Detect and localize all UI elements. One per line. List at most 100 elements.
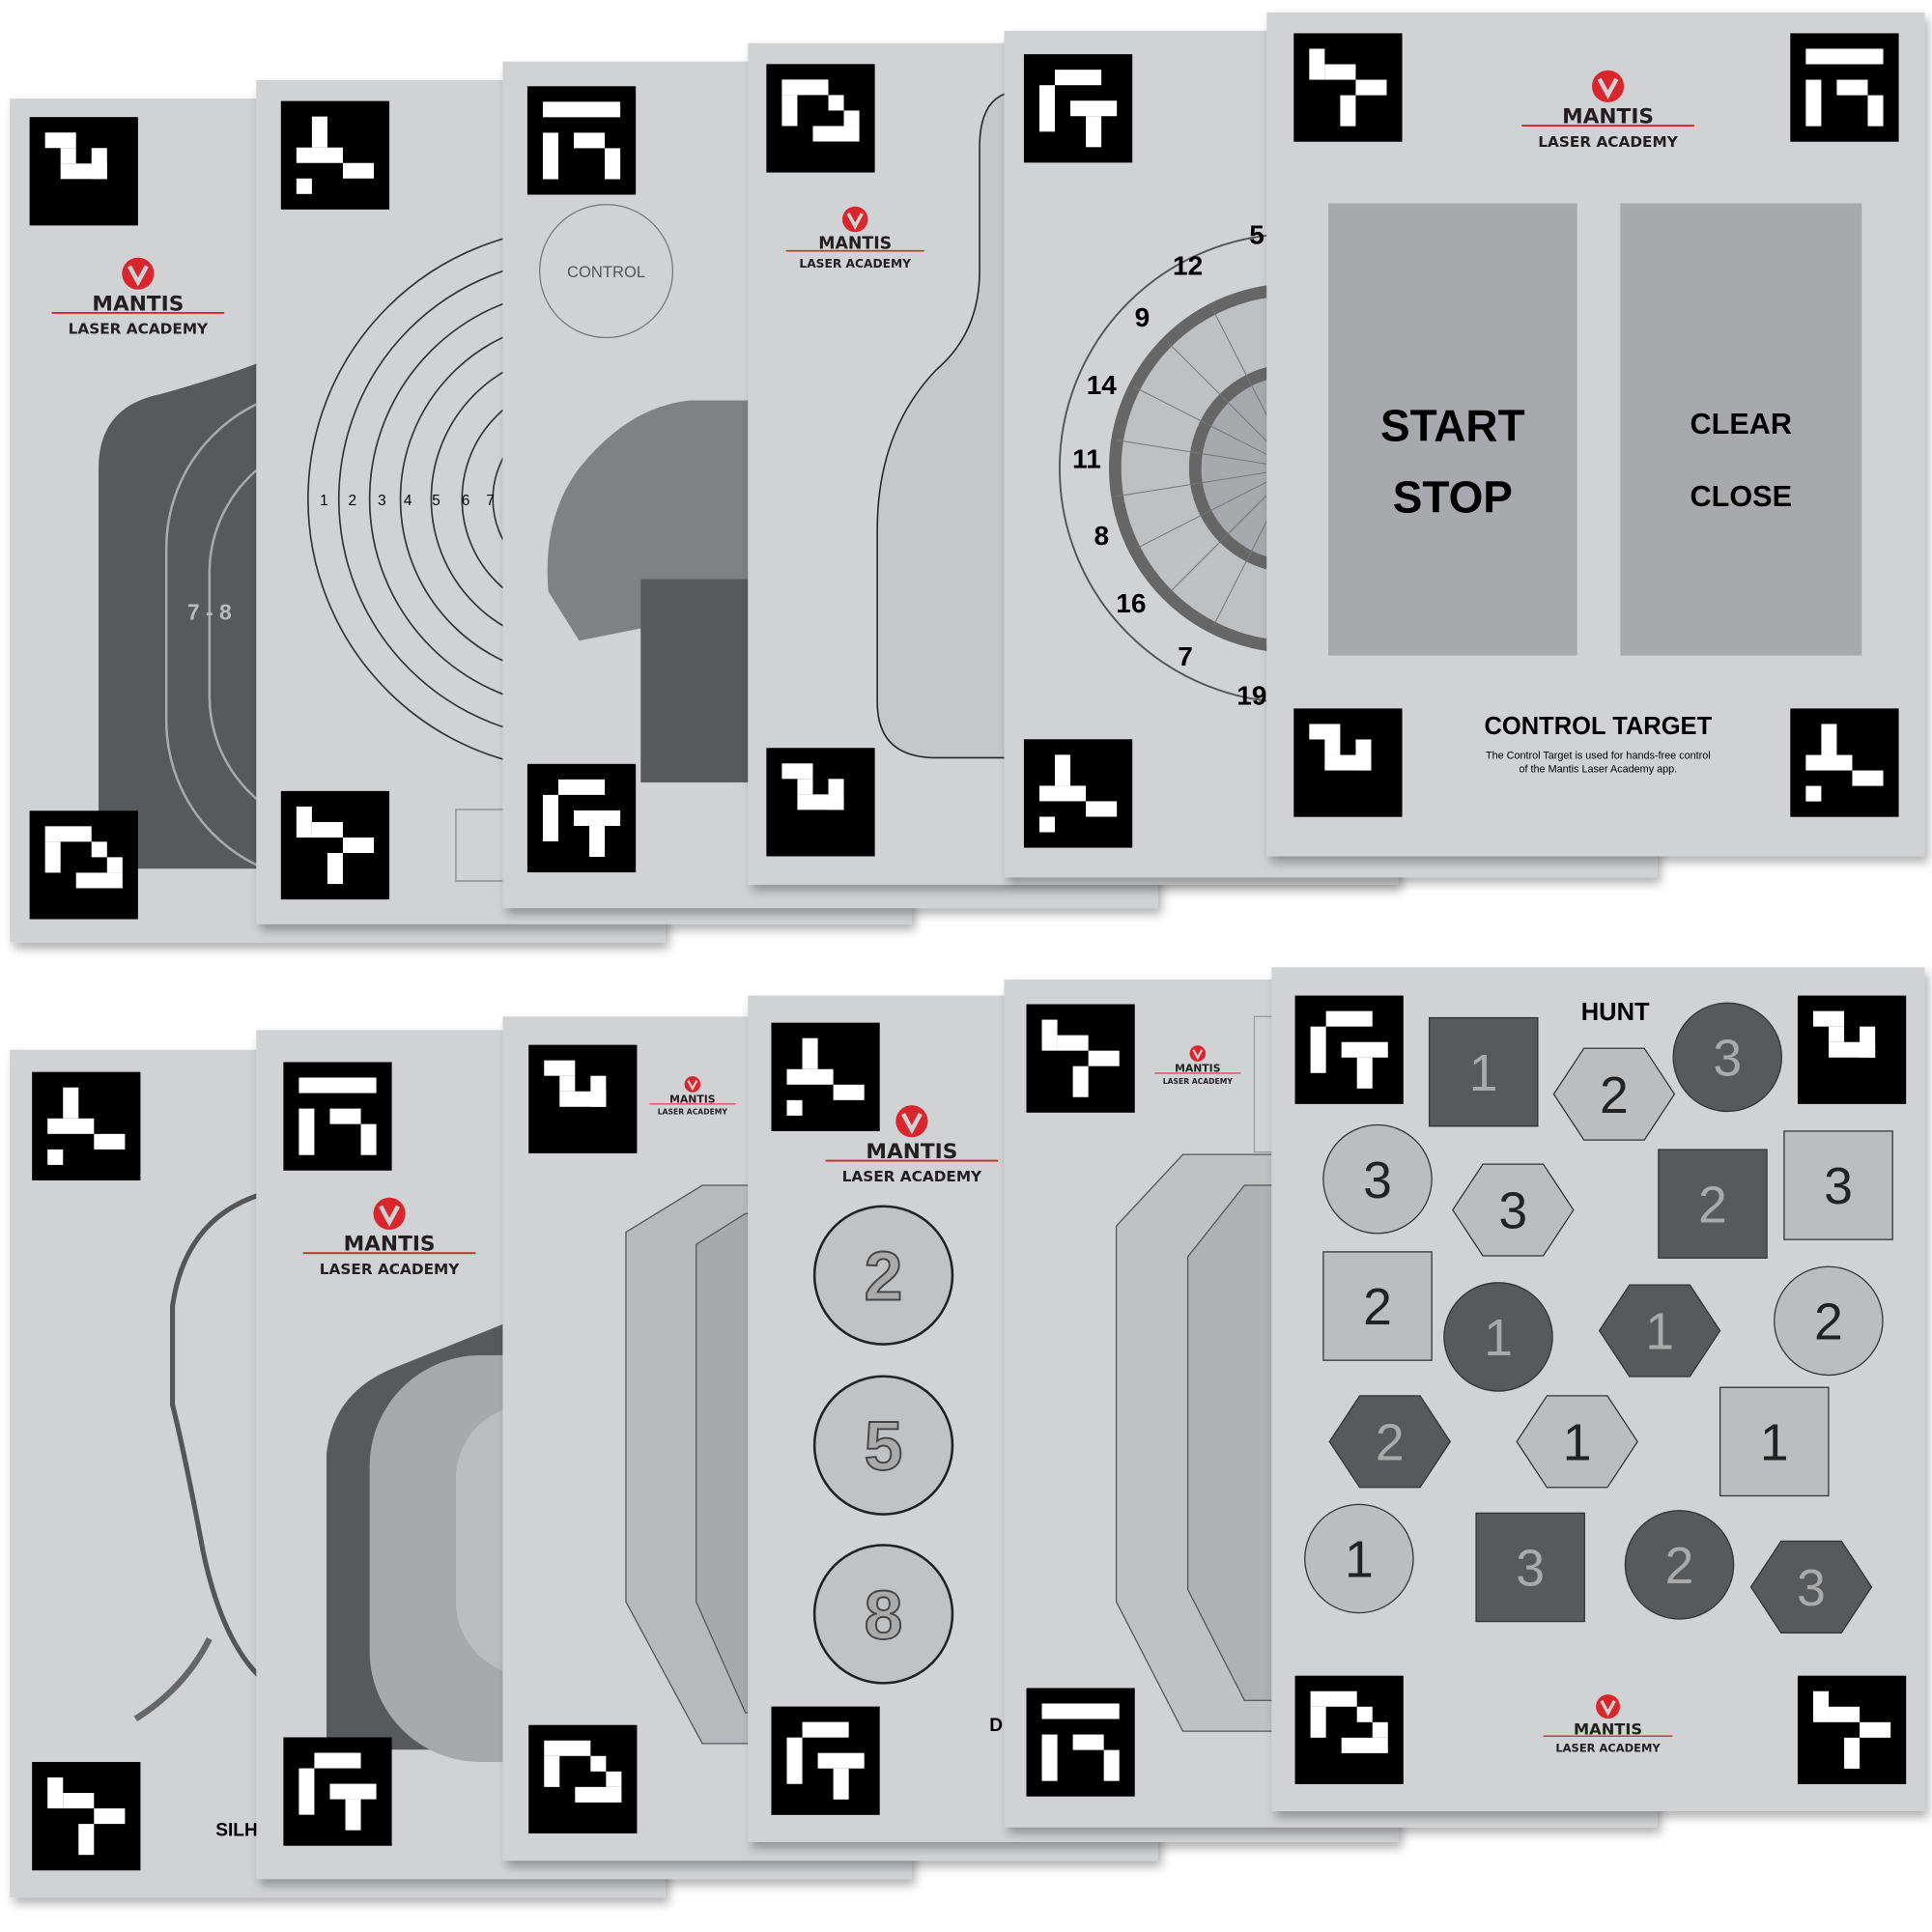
dart-number: 9 [1135, 302, 1151, 332]
hunt-title: HUNT [1581, 999, 1650, 1026]
hunt-target-square [1475, 1512, 1585, 1623]
hunt-target-number: 1 [1563, 1414, 1592, 1471]
start-label: START [1380, 401, 1525, 451]
aruco-marker-icon [771, 1706, 880, 1815]
aruco-marker-icon [1294, 1675, 1404, 1784]
brand-name: MANTIS [1175, 1063, 1220, 1075]
aruco-marker-icon [526, 763, 637, 873]
card-title: SILH [215, 1821, 258, 1841]
marker-cell [574, 132, 606, 149]
marker-cell [94, 1133, 126, 1150]
marker-cell [1041, 1703, 1120, 1719]
marker-cell [329, 1108, 361, 1124]
hunt-target-square [1322, 1251, 1433, 1361]
marker-cell [94, 1808, 126, 1825]
brand-name: MANTIS [669, 1094, 715, 1106]
marker-cell [345, 1799, 361, 1831]
aruco-marker-icon [766, 64, 875, 173]
marker-cell [812, 126, 860, 142]
hunt-target-number: 2 [1814, 1293, 1843, 1350]
dart-number: 5 [1249, 220, 1264, 250]
marker-cell [797, 779, 813, 795]
hunt-target-square [1658, 1149, 1768, 1259]
marker-cell [63, 1793, 95, 1809]
ring-number: 7 [486, 493, 495, 509]
marker-cell [574, 810, 621, 826]
clear-close-zone[interactable] [1620, 203, 1862, 656]
marker-cell [590, 1075, 607, 1107]
hunt-target-number: 1 [1345, 1532, 1374, 1589]
aruco-marker-icon [32, 1071, 141, 1180]
hunt-target-number: 1 [1469, 1045, 1498, 1102]
marker-cell [544, 1740, 591, 1756]
circle-number: 5 [865, 1408, 903, 1486]
marker-cell [833, 1084, 865, 1100]
marker-cell [44, 826, 92, 842]
dart-number: 12 [1173, 250, 1203, 280]
ring-number: 6 [462, 493, 470, 509]
marker-cell [1070, 100, 1118, 117]
aruco-marker-icon [1790, 708, 1899, 817]
marker-cell [1860, 1721, 1891, 1738]
hunt-target-number: 2 [1665, 1538, 1694, 1595]
marker-cell [1324, 739, 1341, 755]
control-target-title: CONTROL TARGET [1485, 713, 1713, 740]
ring-number: 2 [349, 493, 357, 509]
hunt-target-circle [1624, 1510, 1735, 1620]
marker-cell [298, 1768, 315, 1815]
dart-number: 19 [1236, 681, 1266, 711]
marker-cell [296, 147, 343, 163]
aruco-marker-icon [1293, 33, 1403, 142]
close-label: CLOSE [1690, 480, 1792, 513]
marker-cell [311, 116, 327, 148]
brand-subtitle: LASER ACADEMY [842, 1168, 982, 1185]
face-sketch [133, 1637, 213, 1722]
marker-cell [44, 132, 76, 149]
card-title: D [989, 1716, 1003, 1736]
marker-cell [1103, 1749, 1120, 1781]
brand-subtitle: LASER ACADEMY [1163, 1077, 1234, 1086]
marker-cell [1038, 785, 1087, 802]
aruco-marker-icon [1797, 1675, 1907, 1784]
aruco-marker-icon [1294, 995, 1404, 1104]
aruco-marker-icon [283, 1062, 392, 1171]
marker-cell [1813, 1010, 1845, 1027]
marker-cell [1041, 1019, 1058, 1051]
marker-cell [78, 1824, 95, 1856]
start-stop-zone[interactable] [1328, 203, 1577, 656]
marker-cell [1310, 1026, 1326, 1073]
hunt-target-hexagon [1598, 1284, 1721, 1378]
control-label: CONTROL [567, 263, 645, 281]
marker-cell [1829, 1026, 1845, 1042]
marker-cell [1805, 48, 1884, 65]
hunt-target-number: 1 [1760, 1414, 1789, 1471]
marker-cell [1038, 816, 1056, 833]
hunt-target-number: 3 [1824, 1158, 1853, 1215]
marker-cell [1057, 1035, 1089, 1051]
aruco-marker-icon [1293, 708, 1403, 817]
marker-cell [47, 1149, 64, 1165]
aruco-marker-icon [771, 1022, 880, 1131]
marker-cell [342, 162, 375, 179]
marker-cell [1086, 801, 1118, 817]
marker-cell [575, 1786, 622, 1803]
marker-cell [60, 148, 76, 164]
marker-cell [1805, 785, 1822, 802]
marker-cell [1813, 1690, 1830, 1722]
marker-cell [828, 779, 844, 810]
brand-name: MANTIS [92, 292, 184, 316]
brand-subtitle: LASER ACADEMY [1555, 1741, 1661, 1754]
dart-number: 7 [1178, 641, 1193, 671]
marker-cell [1355, 739, 1372, 771]
numbered-circle-target [812, 1544, 954, 1685]
hunt-target-hexagon [1328, 1395, 1452, 1489]
aruco-marker-icon [528, 1724, 638, 1833]
